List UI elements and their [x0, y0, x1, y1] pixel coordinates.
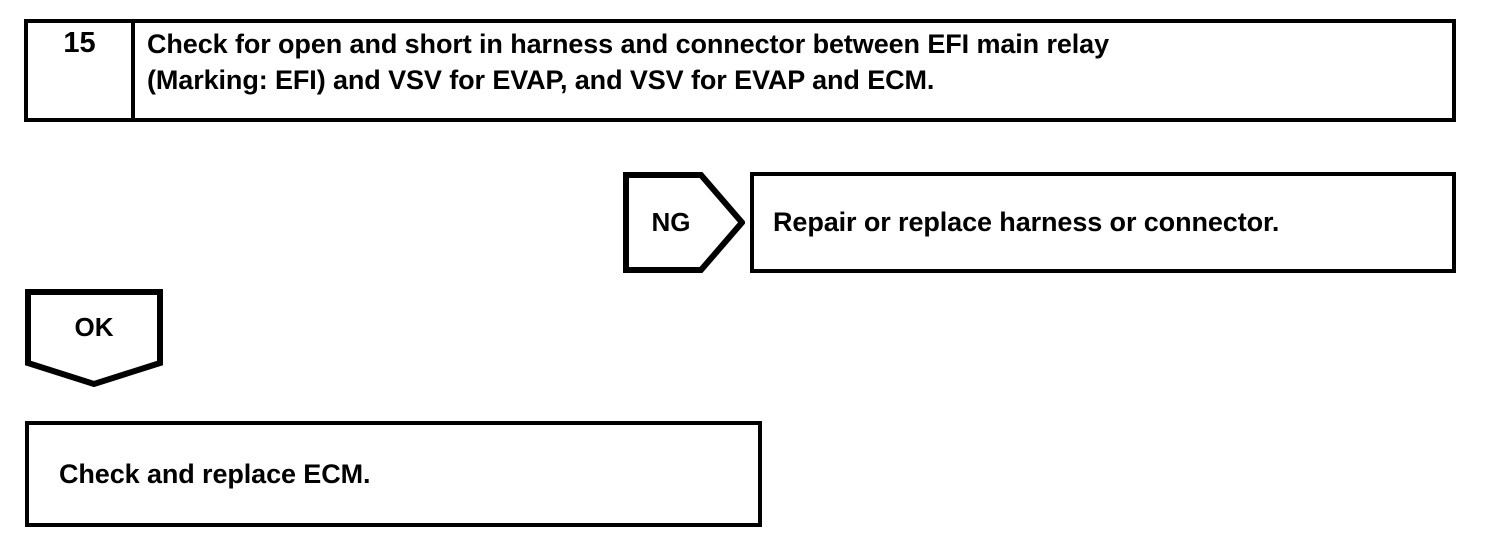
- step-instruction-line-2: (Marking: EFI) and VSV for EVAP, and VSV…: [147, 65, 935, 95]
- ng-result-text: Repair or replace harness or connector.: [773, 207, 1280, 237]
- step-instruction-line-1: Check for open and short in harness and …: [147, 29, 1110, 59]
- ok-result-text: Check and replace ECM.: [59, 458, 371, 489]
- ng-label: NG: [651, 207, 691, 237]
- ok-result-box: Check and replace ECM.: [25, 421, 762, 527]
- ok-arrow-icon: [25, 289, 163, 387]
- step-box: 15 Check for open and short in harness a…: [24, 19, 1456, 122]
- step-number-cell: 15: [28, 23, 135, 118]
- ng-arrow-shape: NG: [623, 172, 745, 273]
- ng-arrow-icon: [623, 172, 745, 273]
- ok-label: OK: [74, 311, 114, 342]
- step-instruction-cell: Check for open and short in harness and …: [135, 23, 1452, 118]
- ng-result-box: Repair or replace harness or connector.: [750, 172, 1456, 273]
- ok-arrow-shape: OK: [25, 289, 163, 387]
- step-number: 15: [63, 27, 96, 59]
